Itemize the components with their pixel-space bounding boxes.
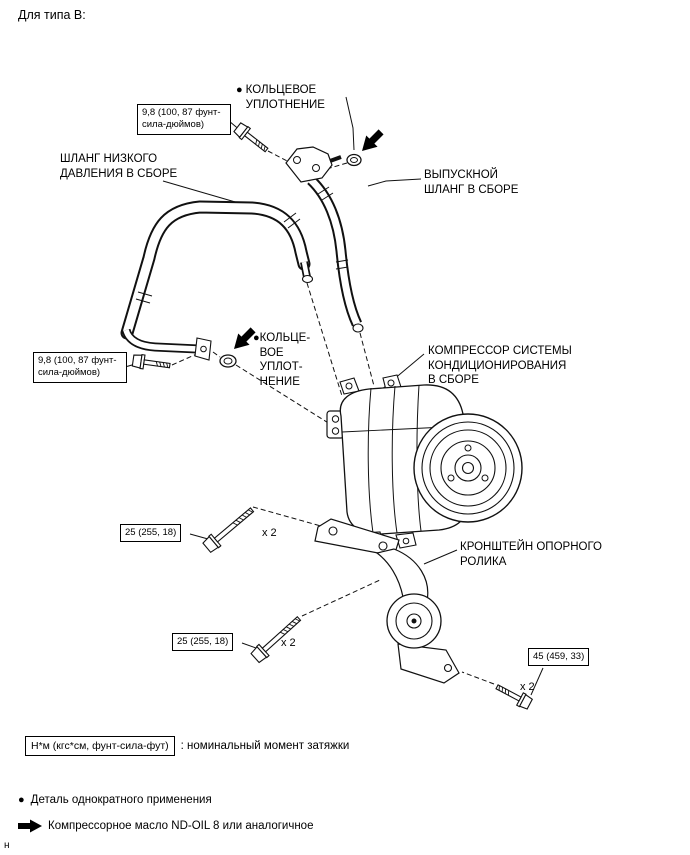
legend-torque-note: : номинальный момент затяжки <box>180 740 350 752</box>
callout-compressor: КОМПРЕССОР СИСТЕМЫ КОНДИЦИОНИРОВАНИЯ В С… <box>428 345 572 387</box>
oring-top-drawing <box>346 153 362 167</box>
bolt-quantity-idler: x 2 <box>520 681 535 693</box>
legend-torque-row: Н*м (кгс*см, фунт-сила-фут) : номинальны… <box>25 736 349 756</box>
torque-spec-bracket-bolt: 25 (255, 18) <box>172 633 234 652</box>
bolt-bracket-mount <box>249 612 305 665</box>
torque-spec-suction-union: 9,8 (100, 87 фунт-сила-дюймов) <box>33 352 127 383</box>
discharge-hose-drawing <box>285 146 364 333</box>
torque-spec-compressor-bolt: 25 (255, 18) <box>120 524 182 543</box>
callout-oring-mid-text: КОЛЬЦЕ- ВОЕ УПЛОТ- НЕНИЕ <box>259 332 311 389</box>
bolt-compressor-mount <box>201 503 258 555</box>
single-use-bullet-icon: ● <box>236 84 243 96</box>
bolt-discharge-union <box>232 121 272 157</box>
callout-oring-mid: ● КОЛЬЦЕ- ВОЕ УПЛОТ- НЕНИЕ <box>253 331 310 390</box>
callout-oring-top: ● КОЛЬЦЕВОЕ УПЛОТНЕНИЕ <box>236 83 325 112</box>
bolt-quantity-bracket: x 2 <box>281 637 296 649</box>
idler-bracket-drawing <box>314 518 460 684</box>
single-use-bullet-icon: ● <box>253 332 260 344</box>
callout-discharge-hose: ВЫПУСКНОЙ ШЛАНГ В СБОРЕ <box>424 169 519 196</box>
legend-torque-units-box: Н*м (кгс*см, фунт-сила-фут) <box>25 736 175 756</box>
torque-spec-idler-bolt: 45 (459, 33) <box>528 648 590 667</box>
single-use-bullet-icon: ● <box>18 794 25 806</box>
legend-single-use-text: Деталь однократного применения <box>30 794 212 807</box>
callout-oring-top-text: КОЛЬЦЕВОЕ УПЛОТНЕНИЕ <box>245 84 325 111</box>
page-title: Для типа B: <box>18 8 86 22</box>
compressor-drawing <box>326 374 523 549</box>
callout-low-pressure-hose: ШЛАНГ НИЗКОГО ДАВЛЕНИЯ В СБОРЕ <box>60 153 178 180</box>
low-pressure-hose-drawing <box>120 200 314 361</box>
assembly-dashed-lines <box>171 150 495 685</box>
legend-oil-text: Компрессорное масло ND-OIL 8 или аналоги… <box>48 820 314 832</box>
legend-single-use-row: ● Деталь однократного применения <box>18 793 212 808</box>
legend-oil-row: Компрессорное масло ND-OIL 8 или аналоги… <box>18 819 313 833</box>
page-corner-letter: н <box>4 840 10 851</box>
bolt-quantity-compressor: x 2 <box>262 527 277 539</box>
torque-spec-discharge-union: 9,8 (100, 87 фунт-сила-дюймов) <box>137 104 231 135</box>
oil-application-arrow-top <box>356 126 387 157</box>
oring-mid-drawing <box>219 354 237 368</box>
bolt-suction-union <box>131 352 172 374</box>
callout-idler-bracket: КРОНШТЕЙН ОПОРНОГО РОЛИКА <box>460 541 602 568</box>
oil-arrow-icon <box>18 819 42 833</box>
